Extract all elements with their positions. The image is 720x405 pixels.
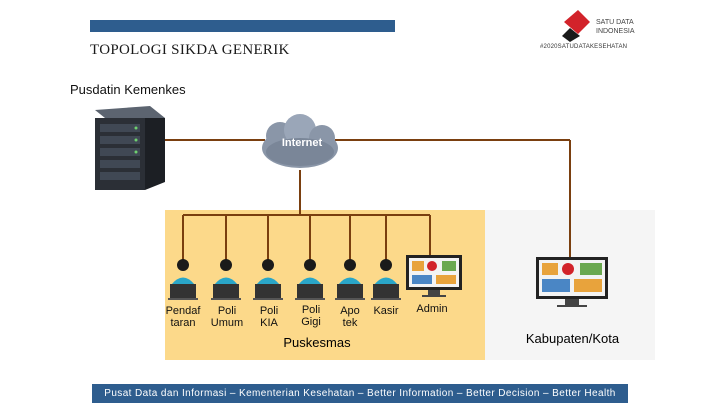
kabupaten-label: Kabupaten/Kota	[525, 331, 620, 346]
logo-mark-dark	[562, 28, 580, 42]
logo-text-line2: INDONESIA	[596, 28, 635, 35]
kabupaten-dashboard-monitor-icon	[536, 257, 608, 307]
org-label: Pusdatin Kemenkes	[70, 82, 186, 97]
workstation-poli-gigi	[295, 259, 325, 300]
workstation-poli-umum	[211, 259, 241, 300]
workstation-apotek	[335, 259, 365, 300]
admin-dashboard-monitor-icon	[406, 255, 462, 297]
satu-data-logo: SATU DATA INDONESIA	[562, 10, 635, 42]
server-icon	[95, 106, 165, 190]
hashtag-text: #2020SATUDATAKESEHATAN	[540, 44, 628, 50]
workstation-label-apotek: Apo tek	[340, 305, 360, 329]
logo-mark-red	[564, 10, 590, 34]
workstation-poli-kia	[253, 259, 283, 300]
admin-label: Admin	[416, 303, 448, 315]
slide-title: TOPOLOGI SIKDA GENERIK	[90, 42, 290, 58]
internet-cloud-icon	[262, 114, 338, 168]
puskesmas-label: Puskesmas	[283, 335, 351, 350]
internet-label: Internet	[281, 137, 323, 149]
footer-banner: Pusat Data dan Informasi – Kementerian K…	[92, 384, 628, 403]
workstation-label-poli-umum: Poli Umum	[210, 305, 244, 329]
workstation-label-pendaftaran: Pendaf taran	[165, 305, 201, 329]
workstation-label-poli-kia: Poli KIA	[259, 305, 279, 329]
workstation-label-kasir: Kasir	[373, 305, 399, 317]
workstation-kasir	[371, 259, 401, 300]
workstation-pendaftaran	[168, 259, 198, 300]
logo-text-line1: SATU DATA	[596, 19, 634, 26]
title-accent-bar	[90, 20, 395, 32]
workstation-label-poli-gigi: Poli Gigi	[301, 304, 321, 328]
